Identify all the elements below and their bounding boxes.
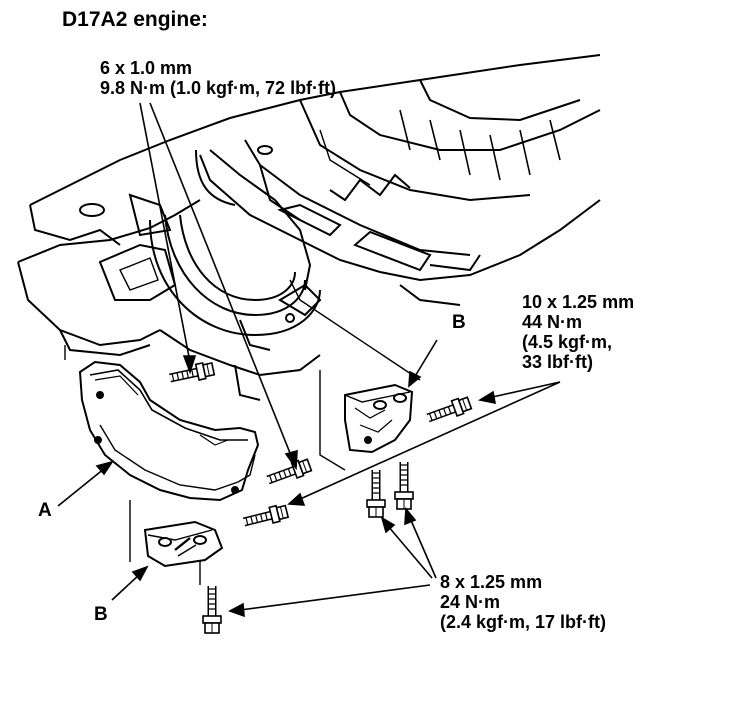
spec-10mm-torque-kgf: (4.5 kgf·m, <box>522 332 613 353</box>
spec-10mm-size: 10 x 1.25 mm <box>522 292 635 312</box>
spec-8mm-size: 8 x 1.25 mm <box>440 572 543 592</box>
leader-lines <box>57 102 561 618</box>
bracket-b-lower <box>143 520 224 568</box>
bolt-10mm-right <box>425 395 472 425</box>
bolt-8mm-center-left <box>367 470 385 517</box>
spec-8mm-torque-alt: (2.4 kgf·m, 17 lbf·ft) <box>440 612 607 633</box>
spec-10mm-block: 10 x 1.25 mm 44 N·m (4.5 kgf·m, 33 lbf·f… <box>522 292 634 373</box>
spec-8mm-block: 8 x 1.25 mm 24 N·m (2.4 kgf·m, 17 lbf·ft… <box>440 572 606 632</box>
label-a: A <box>38 500 52 521</box>
bolt-8mm-bottom <box>203 586 221 633</box>
label-b-lower: B <box>94 604 108 625</box>
bell-housing <box>149 149 322 351</box>
bracket-b-upper <box>344 383 414 454</box>
label-b-upper: B <box>452 312 466 333</box>
spec-6mm-torque: 9.8 N·m (1.0 kgf·m, 72 lbf·ft) <box>100 78 337 99</box>
spec-10mm-torque: 44 N·m <box>522 312 583 333</box>
alignment-lines <box>64 279 421 585</box>
bolt-10mm-left <box>242 504 289 530</box>
bolt-6mm-lower <box>265 457 312 487</box>
bolt-8mm-center-right <box>395 462 413 509</box>
diagram-title: D17A2 engine: <box>62 8 208 31</box>
spec-6mm-block: 6 x 1.0 mm 9.8 N·m (1.0 kgf·m, 72 lbf·ft… <box>100 58 336 98</box>
spec-8mm-torque: 24 N·m <box>440 592 501 613</box>
engine-block <box>17 54 601 401</box>
spec-6mm-size: 6 x 1.0 mm <box>100 58 193 78</box>
spec-10mm-torque-lbf: 33 lbf·ft) <box>522 352 593 373</box>
cover-a <box>78 360 260 502</box>
